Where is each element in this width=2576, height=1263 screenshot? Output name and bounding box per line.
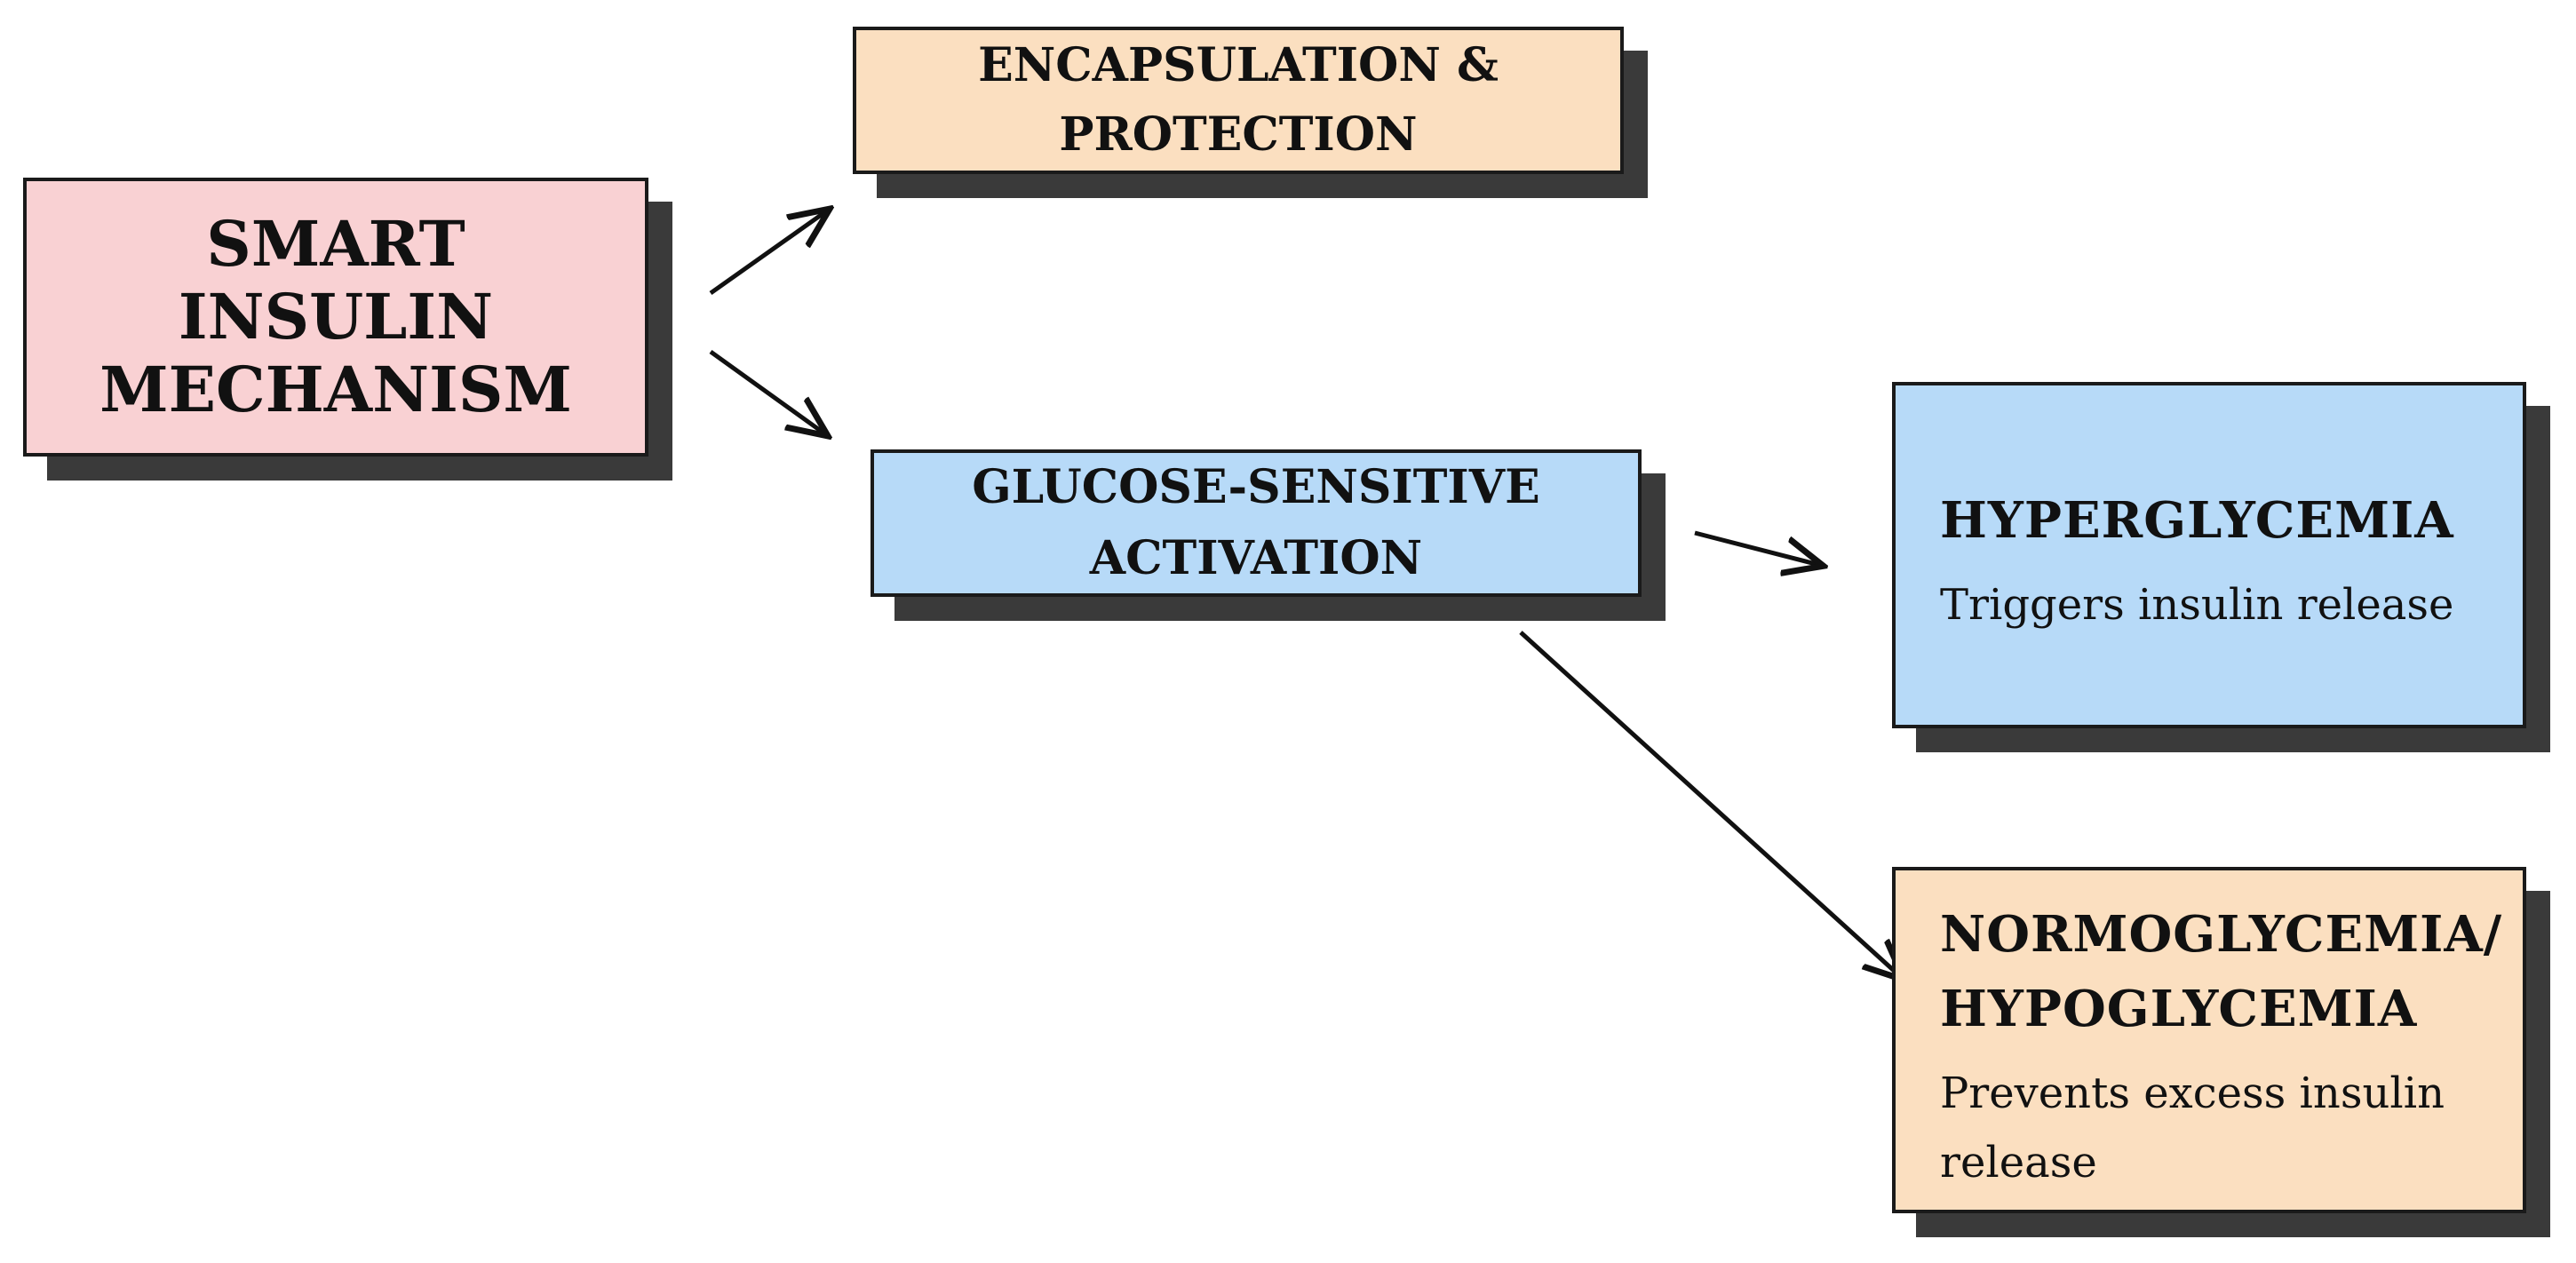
main-node-line: MECHANISM [99, 353, 572, 426]
encapsulation-node-line: ENCAPSULATION & [978, 38, 1499, 92]
normoglycemia-title-line: NORMOGLYCEMIA/ [1940, 905, 2503, 964]
arrow-main-to-glucose [709, 349, 824, 433]
arrow-glucose-to-normoglycemia [1519, 631, 1901, 977]
normoglycemia-hypoglycemia-node: NORMOGLYCEMIA/ HYPOGLYCEMIA Prevents exc… [1892, 867, 2526, 1213]
smart-insulin-mechanism-node: SMART INSULIN MECHANISM [23, 178, 648, 457]
normoglycemia-title-line: HYPOGLYCEMIA [1940, 980, 2418, 1038]
normoglycemia-description-line: release [1940, 1138, 2097, 1188]
normoglycemia-description-line: Prevents excess insulin [1940, 1068, 2445, 1118]
glucose-node-line: GLUCOSE-SENSITIVE [972, 460, 1540, 514]
arrow-main-to-encapsulation [709, 211, 826, 296]
arrow-glucose-to-hyperglycemia [1694, 530, 1819, 565]
hyperglycemia-node: HYPERGLYCEMIA Triggers insulin release [1892, 382, 2526, 728]
encapsulation-node-line: PROTECTION [1059, 107, 1418, 162]
main-node-line: SMART [206, 207, 465, 281]
hyperglycemia-description: Triggers insulin release [1940, 580, 2454, 630]
hyperglycemia-title: HYPERGLYCEMIA [1940, 491, 2454, 550]
normoglycemia-description: Prevents excess insulin release [1940, 1059, 2523, 1197]
main-node-line: INSULIN [178, 280, 494, 353]
encapsulation-protection-node: ENCAPSULATION & PROTECTION [853, 27, 1624, 174]
glucose-node-line: ACTIVATION [1089, 531, 1423, 585]
glucose-sensitive-activation-node: GLUCOSE-SENSITIVE ACTIVATION [871, 449, 1642, 597]
